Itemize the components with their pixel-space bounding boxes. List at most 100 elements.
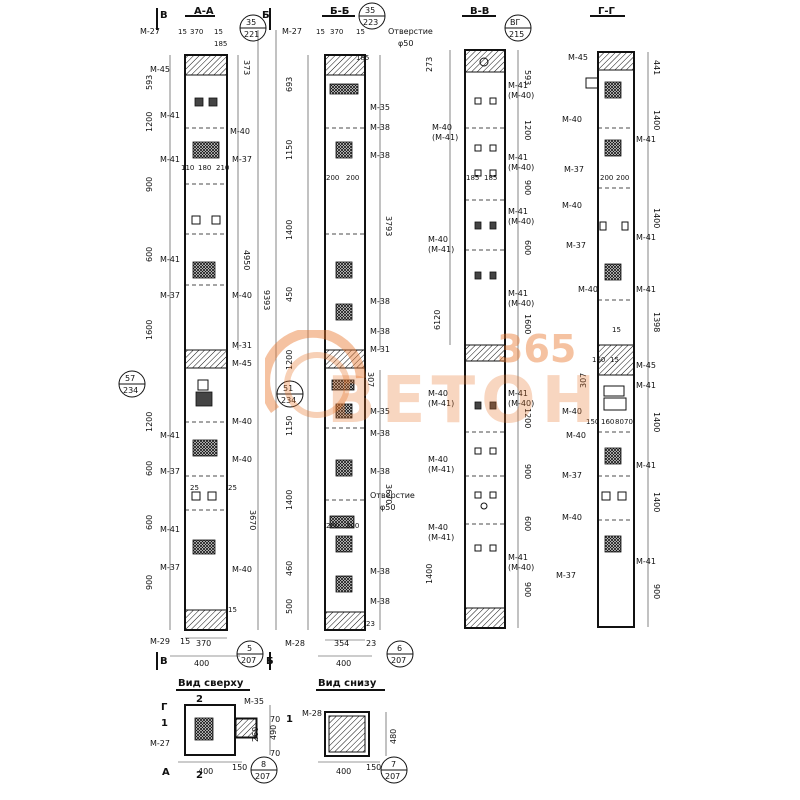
drawing-label: 7 xyxy=(391,760,396,769)
drawing-label: М-41 xyxy=(636,461,656,470)
drawing-label: 900 xyxy=(523,180,532,195)
drawing-label: М-40 xyxy=(232,565,252,574)
drawing-label: 25 xyxy=(228,484,237,492)
drawing-label: 3793 xyxy=(384,216,393,236)
bottom-view-title: Вид снизу xyxy=(318,678,377,689)
drawing-label: 1 xyxy=(161,718,168,729)
drawing-label: (М-40) xyxy=(508,163,534,172)
drawing-label: М-41 xyxy=(636,285,656,294)
drawing-label: М-41 xyxy=(160,111,180,120)
drawing-label: 600 xyxy=(523,516,532,531)
drawing-label: М-40 xyxy=(232,455,252,464)
section-b-title: Б-Б xyxy=(330,6,349,17)
drawing-label: 400 xyxy=(198,767,213,776)
drawing-label: М-38 xyxy=(370,567,390,576)
drawing-label: 600 xyxy=(145,461,154,476)
bubble-51: 51 234 xyxy=(276,380,304,408)
drawing-label: 1200 xyxy=(523,120,532,140)
drawing-label: 400 xyxy=(194,659,209,668)
drawing-label: 15 xyxy=(214,28,223,36)
drawing-label: 490 xyxy=(269,725,278,740)
drawing-label: 207 xyxy=(241,656,256,665)
drawing-label: М-41 xyxy=(508,207,528,216)
drawing-label: М-41 xyxy=(508,153,528,162)
drawing-label: М-41 xyxy=(160,525,180,534)
bubble-5: 5 207 xyxy=(236,640,264,668)
drawing-label: 460 xyxy=(285,561,294,576)
drawing-label: 6120 xyxy=(433,310,442,330)
drawing-label: (М-40) xyxy=(508,563,534,572)
drawing-label: М-37 xyxy=(160,563,180,572)
drawing-label: 400 xyxy=(336,659,351,668)
drawing-label: В xyxy=(160,656,168,667)
bottom-view: Вид снизу 400 150 480 М-28 7 207 xyxy=(302,678,408,784)
drawing-label: 15 xyxy=(180,637,190,646)
drawing-label: 900 xyxy=(145,575,154,590)
drawing-label: 200 xyxy=(346,522,359,530)
drawing-label: 234 xyxy=(123,386,138,395)
drawing-label: М-41 xyxy=(636,135,656,144)
cut-mark-v: В xyxy=(160,10,168,21)
drawing-label: М-37 xyxy=(564,165,584,174)
drawing-label: 1200 xyxy=(145,412,154,432)
drawing-label: М-37 xyxy=(232,155,252,164)
drawing-label: (М-40) xyxy=(508,91,534,100)
drawing-label: 234 xyxy=(281,396,296,405)
drawing-label: 185 xyxy=(466,174,479,182)
drawing-label: 450 xyxy=(285,287,294,302)
drawing-label: 70 xyxy=(270,715,280,724)
drawing-label: М-38 xyxy=(370,151,390,160)
drawing-label: М-38 xyxy=(370,297,390,306)
drawing-label: М-45 xyxy=(568,53,588,62)
drawing-label: 35 xyxy=(246,18,256,27)
drawing-label: М-31 xyxy=(370,345,390,354)
drawing-label: 200 xyxy=(600,174,613,182)
drawing-label: М-45 xyxy=(636,361,656,370)
drawing-label: 8 xyxy=(261,760,266,769)
drawing-label: М-40 xyxy=(428,523,448,532)
drawing-label: 260 xyxy=(251,727,260,742)
drawing-label: 500 xyxy=(285,599,294,614)
drawing-label: 1200 xyxy=(523,408,532,428)
drawing-label: М-40 xyxy=(562,407,582,416)
drawing-label: М-37 xyxy=(160,291,180,300)
drawing-label: 3670 xyxy=(384,484,393,504)
drawing-label: 150 xyxy=(366,763,381,772)
drawing-label: φ50 xyxy=(398,39,413,48)
drawing-label: М-31 xyxy=(232,341,252,350)
drawing-label: 180 xyxy=(198,164,211,172)
drawing-label: 110 xyxy=(181,164,194,172)
drawing-label: (М-41) xyxy=(432,133,458,142)
section-d: Г-Г 441 1400 1400 1398 1400 1400 900 xyxy=(556,6,661,628)
drawing-label: (М-41) xyxy=(428,533,454,542)
drawing-label: 307 xyxy=(366,372,375,387)
drawing-label: 1400 xyxy=(285,490,294,510)
drawing-label: М-40 xyxy=(566,431,586,440)
drawing-label: 1150 xyxy=(285,140,294,160)
drawing-label: М-40 xyxy=(578,285,598,294)
section-c-title: В-В xyxy=(470,6,489,17)
section-a-title: А-А xyxy=(194,6,214,17)
drawing-label: 4950 xyxy=(242,250,251,270)
drawing-label: 215 xyxy=(509,30,524,39)
drawing-label: М-37 xyxy=(566,241,586,250)
drawing-label: 3670 xyxy=(248,510,257,530)
drawing-label: М-41 xyxy=(508,289,528,298)
drawing-label: 15 xyxy=(228,606,237,614)
drawing-label: Г xyxy=(161,702,168,713)
drawing-label: М-40 xyxy=(562,201,582,210)
drawing-label: 900 xyxy=(652,584,661,599)
drawing-label: М-41 xyxy=(508,389,528,398)
drawing-label: 2 xyxy=(196,694,203,705)
drawing-label: 185 xyxy=(484,174,497,182)
bubble-bf: ВГ 215 xyxy=(504,14,532,42)
drawing-label: 900 xyxy=(523,464,532,479)
drawing-label: М-37 xyxy=(556,571,576,580)
drawing-label: 221 xyxy=(244,30,259,39)
drawing-label: М-41 xyxy=(160,255,180,264)
drawing-label: 1 xyxy=(286,714,293,725)
drawing-label: 160 xyxy=(601,418,614,426)
drawing-label: 223 xyxy=(363,18,378,27)
drawing-label: 307 xyxy=(579,373,588,388)
